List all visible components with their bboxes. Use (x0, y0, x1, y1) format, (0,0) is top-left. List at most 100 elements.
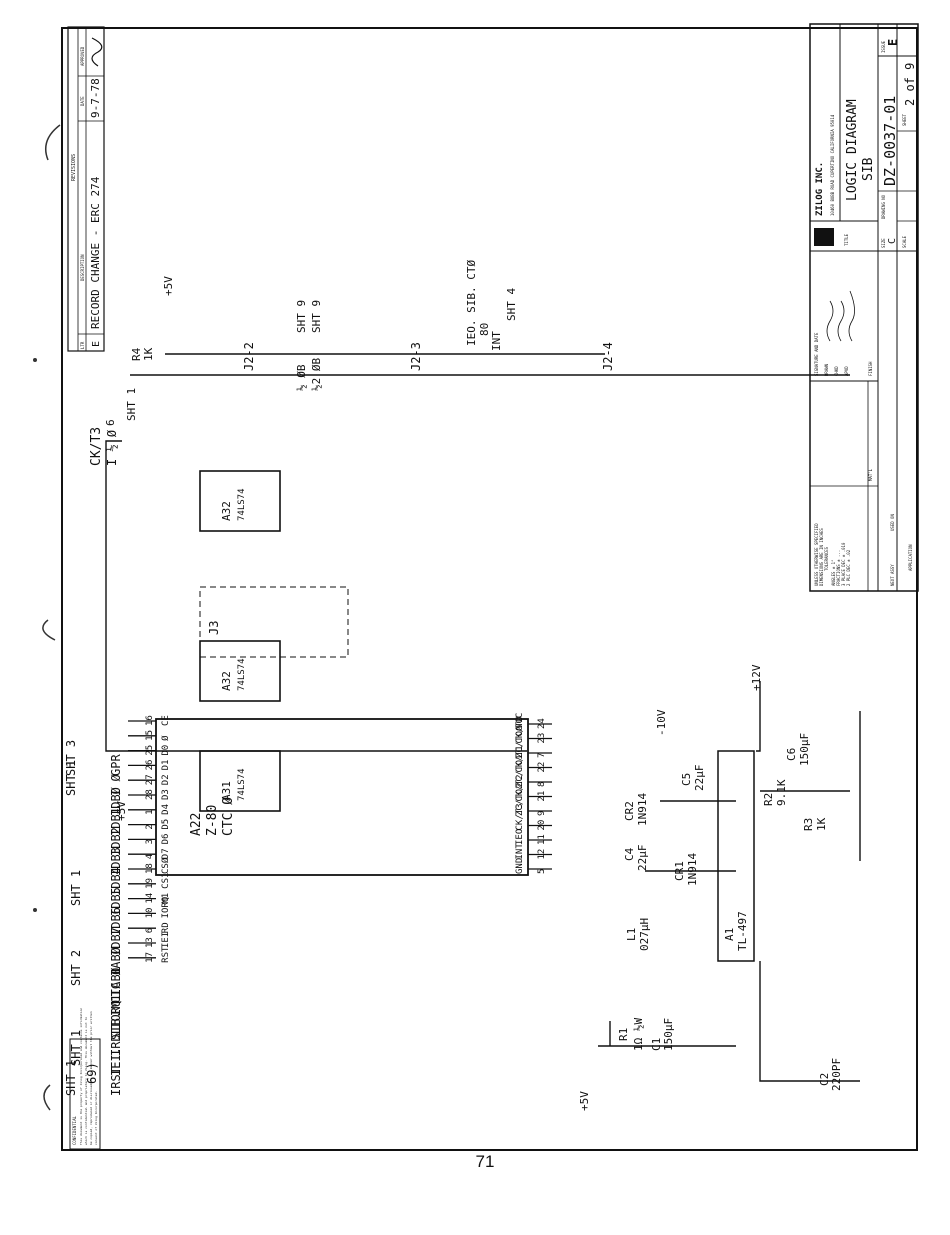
svg-text:150μF: 150μF (662, 1018, 675, 1051)
ctc-right-pin-number: 24 (537, 718, 547, 729)
svg-text:J2-2: J2-2 (242, 342, 256, 371)
left-signal-sheet: SHT 3 (64, 740, 78, 776)
svg-text:1K: 1K (142, 347, 155, 361)
left-signal-name: IDB4 (109, 867, 123, 896)
svg-text:SIGNATURE AND DATE: SIGNATURE AND DATE (814, 332, 819, 376)
ctc-left-pin-number: 15 (145, 730, 155, 741)
flipflop-ref: A31 (220, 781, 233, 801)
ctc-left-pin-number: 18 (145, 863, 155, 874)
left-signal-name: IDB2 (109, 827, 123, 856)
left-signal-name: I Ø (109, 774, 123, 796)
ctc-right-pin-name: GND (515, 858, 525, 874)
flipflop-part: 74LS74 (237, 658, 247, 691)
revision-block: REVISIONS LTR DESCRIPTION DATE APPROVED … (67, 26, 105, 352)
svg-text:E: E (886, 39, 900, 46)
svg-text:C: C (887, 238, 898, 244)
ctc-right-pin-number: 9 (537, 811, 547, 816)
svg-text:150μF: 150μF (798, 733, 811, 766)
ctc-right-pin-number: 20 (537, 820, 547, 831)
left-signal-name: IM1 (109, 994, 123, 1016)
ctc-left-pin-number: 17 (145, 952, 155, 963)
svg-text:ANGLES ± 1°: ANGLES ± 1° (831, 560, 836, 587)
binder-mark-2 (42, 619, 56, 641)
svg-text:R1: R1 (617, 1028, 630, 1041)
svg-text:This document is the property: This document is the property of Zilog I… (79, 1008, 83, 1145)
svg-text:USED ON: USED ON (890, 514, 895, 531)
left-signal-name: IRD (109, 1034, 123, 1056)
flipflop-part: 74LS74 (237, 768, 247, 801)
svg-text:3 PLACE DEC ± .010: 3 PLACE DEC ± .010 (841, 542, 846, 586)
svg-text:APPLICATION: APPLICATION (908, 544, 913, 571)
flipflop-box (199, 470, 281, 532)
bus-group-label: SHT 2 (69, 950, 83, 986)
ctc-left-pin-number: 10 (145, 908, 155, 919)
svg-text:CK/T3: CK/T3 (89, 427, 104, 466)
svg-text:220PF: 220PF (830, 1058, 843, 1091)
svg-text:SHT 1: SHT 1 (125, 388, 138, 421)
ctc-right-pin-name: CK/T1 (515, 745, 525, 772)
svg-text:R4: R4 (130, 347, 143, 361)
svg-text:MAT'L: MAT'L (868, 468, 873, 481)
title-block: UNLESS OTHERWISE SPECIFIED DIMENSIONS AR… (809, 23, 919, 592)
ctc-right-pin-name: ZC/TOØ (514, 725, 525, 758)
ctc-left-pin-name: IEI (161, 932, 171, 948)
ctc-right-pin-name: IEO (515, 829, 525, 845)
svg-text:80: 80 (478, 323, 491, 336)
ctc-left-pin-number: 4 (145, 854, 155, 859)
svg-text:FRACTIONS ± ...: FRACTIONS ± ... (836, 550, 841, 586)
ctc-right-pin-number: 8 (537, 782, 547, 787)
svg-text:LTR: LTR (80, 341, 85, 349)
svg-text:SCALE: SCALE (902, 235, 907, 248)
flipflop-part: 74LS74 (237, 488, 247, 521)
left-signal-name: IAB1 (109, 967, 123, 996)
ctc-left-pin-number: 14 (145, 893, 155, 904)
svg-text:APVD: APVD (844, 366, 849, 376)
left-signal-name: IDBØ (109, 786, 123, 816)
svg-text:NEXT ASSY: NEXT ASSY (890, 564, 895, 586)
svg-text:E: E (91, 341, 102, 347)
svg-text:be copied, reproduced or discl: be copied, reproduced or disclosed in an… (89, 1011, 93, 1145)
svg-text:R2: R2 (762, 793, 775, 806)
left-signal-name: IABØ (109, 946, 123, 976)
svg-text:consent of Zilog Incorporated.: consent of Zilog Incorporated. (94, 1091, 98, 1145)
binder-mark-3 (43, 1084, 51, 1111)
left-signal-name: IDB3 (109, 847, 123, 876)
svg-text:J2-3: J2-3 (409, 342, 423, 371)
ctc-left-pin-number: 25 (145, 745, 155, 756)
ctc-left-pin-number: 2 (145, 824, 155, 829)
ctc-right-pin-number: 21 (537, 791, 547, 802)
svg-text:½2 ØB: ½2 ØB (310, 358, 323, 391)
ctc-left-pin-number: 26 (145, 760, 155, 771)
ctc-right-pin-number: 12 (537, 849, 547, 860)
svg-text:ZILOG INC.: ZILOG INC. (815, 162, 825, 216)
svg-text:J3: J3 (207, 621, 221, 635)
svg-text:6: 6 (104, 419, 117, 426)
svg-text:Z-80: Z-80 (205, 805, 220, 836)
svg-text:2 PLC DEC ± .02: 2 PLC DEC ± .02 (846, 549, 851, 586)
svg-text:CTC Ø: CTC Ø (221, 797, 236, 836)
drawing-border (61, 27, 918, 1151)
svg-text:L1: L1 (625, 928, 638, 941)
svg-text:REVISIONS: REVISIONS (71, 154, 77, 181)
right-signals: CK/T3 I ½ Ø 6 SHT 1 R4 1K +5V J2-2 ½ ØB … (89, 260, 615, 466)
ctc-left-pin-number: 3 (145, 839, 155, 844)
svg-text:DATE: DATE (80, 96, 85, 106)
ctc-left-pin-name: CE (161, 715, 171, 726)
svg-text:-10V: -10V (655, 709, 668, 736)
left-signal-name: GPR (109, 754, 123, 776)
svg-text:FINISH: FINISH (868, 361, 873, 376)
j3-jumper: J3 (199, 586, 349, 658)
svg-text:TL-497: TL-497 (736, 911, 749, 951)
svg-text:CONFIDENTIAL: CONFIDENTIAL (72, 1116, 77, 1145)
rotated-drawing: CONFIDENTIAL This document is the proper… (64, 23, 919, 1150)
ctc-right-pin-name: ZC/TO2 (515, 783, 525, 816)
svg-text:CR2: CR2 (623, 801, 636, 821)
svg-text:ISSUE: ISSUE (881, 40, 886, 53)
svg-text:2 of 9: 2 of 9 (903, 63, 917, 106)
ctc-left-pin-number: 6 (145, 928, 155, 933)
ctc-left-pin-name: D4 (161, 804, 171, 815)
ctc-left-pin-name: IORQ (161, 897, 171, 919)
